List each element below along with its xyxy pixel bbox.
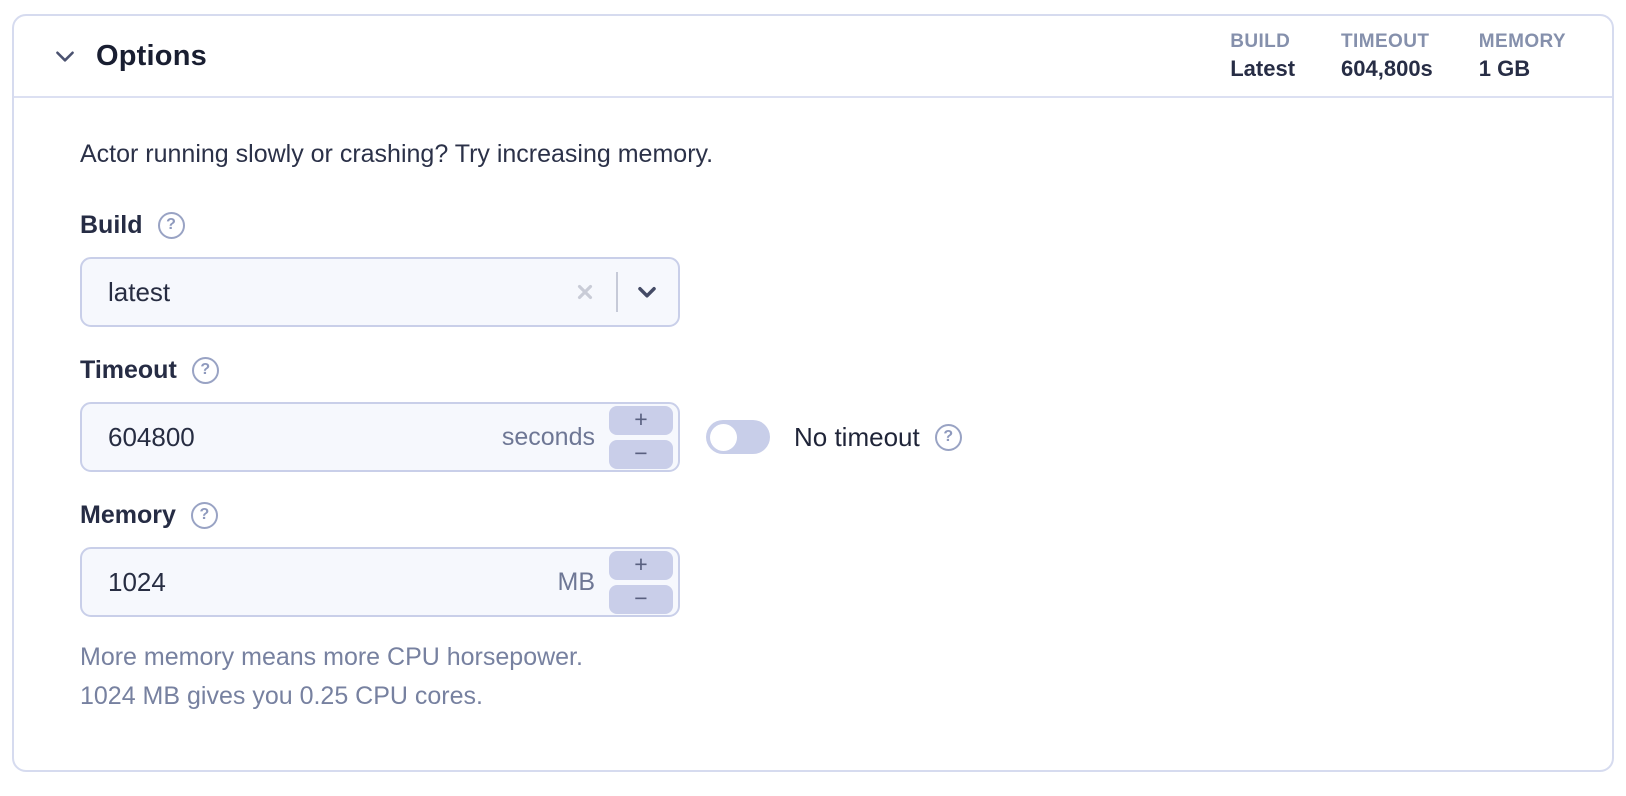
stat-memory: MEMORY 1 GB — [1479, 31, 1566, 82]
memory-field-group: Memory ? MB + − More memory means more C… — [80, 501, 1546, 716]
build-select[interactable] — [80, 257, 680, 327]
no-timeout-help-icon[interactable]: ? — [934, 423, 962, 451]
memory-helper-text: More memory means more CPU horsepower. 1… — [80, 638, 1546, 716]
memory-input-box: MB + − — [80, 547, 680, 617]
build-dropdown-button[interactable] — [634, 259, 678, 325]
memory-hint-text: Actor running slowly or crashing? Try in… — [80, 140, 714, 168]
memory-unit-label: MB — [557, 567, 596, 596]
options-panel-body: Actor running slowly or crashing? Try in… — [14, 98, 1612, 716]
build-input[interactable] — [108, 259, 570, 325]
header-stats: BUILD Latest TIMEOUT 604,800s MEMORY 1 G… — [1230, 31, 1566, 82]
timeout-field-label: Timeout — [80, 356, 177, 384]
select-divider — [616, 272, 618, 312]
timeout-help-icon[interactable]: ? — [191, 357, 219, 384]
clear-x-icon[interactable] — [570, 281, 600, 303]
build-field-label: Build — [80, 211, 143, 239]
timeout-decrement-button[interactable]: − — [609, 439, 673, 469]
chevron-down-icon — [52, 43, 78, 69]
build-field-group: Build ? — [80, 211, 1546, 327]
stat-timeout: TIMEOUT 604,800s — [1341, 31, 1433, 82]
timeout-unit-label: seconds — [501, 422, 595, 451]
memory-decrement-button[interactable]: − — [609, 584, 673, 614]
memory-input[interactable] — [108, 549, 558, 615]
build-label-row: Build ? — [80, 211, 1546, 240]
collapse-section-button[interactable] — [50, 41, 80, 71]
build-help-icon[interactable]: ? — [157, 212, 185, 239]
options-panel-header: Options BUILD Latest TIMEOUT 604,800s ME… — [14, 16, 1612, 98]
toggle-knob — [710, 423, 737, 451]
timeout-field-group: Timeout ? seconds + − No timeout ? — [80, 356, 1546, 472]
timeout-stepper: + − — [609, 405, 673, 469]
options-panel: Options BUILD Latest TIMEOUT 604,800s ME… — [12, 14, 1614, 772]
memory-field-label: Memory — [80, 501, 176, 529]
memory-helper-line-2: 1024 MB gives you 0.25 CPU cores. — [80, 682, 483, 710]
memory-help-icon[interactable]: ? — [190, 502, 218, 529]
timeout-label-row: Timeout ? — [80, 356, 1546, 385]
stat-timeout-value: 604,800s — [1341, 55, 1433, 81]
timeout-increment-button[interactable]: + — [609, 405, 673, 435]
timeout-input[interactable] — [108, 404, 502, 470]
stat-memory-label: MEMORY — [1478, 30, 1566, 52]
stat-memory-value: 1 GB — [1478, 55, 1531, 81]
page-title: Options — [96, 39, 207, 72]
no-timeout-toggle[interactable] — [706, 420, 770, 454]
memory-helper-line-1: More memory means more CPU horsepower. — [80, 643, 583, 671]
stat-build: BUILD Latest — [1230, 31, 1295, 82]
chevron-down-icon — [634, 279, 660, 305]
stat-build-value: Latest — [1230, 55, 1296, 81]
timeout-input-box: seconds + − — [80, 402, 680, 472]
memory-label-row: Memory ? — [80, 501, 1546, 530]
no-timeout-label: No timeout — [794, 421, 920, 452]
memory-increment-button[interactable]: + — [609, 550, 673, 580]
stat-build-label: BUILD — [1230, 30, 1291, 52]
timeout-row: seconds + − No timeout ? — [80, 402, 1546, 472]
stat-timeout-label: TIMEOUT — [1341, 30, 1430, 52]
memory-stepper: + − — [609, 550, 673, 614]
